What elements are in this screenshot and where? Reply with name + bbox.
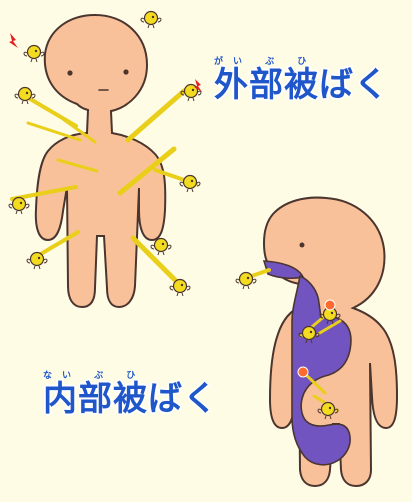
hotspot-icon	[298, 367, 308, 377]
radiation-particle-icon	[24, 46, 44, 63]
radiation-particle-icon	[141, 12, 161, 29]
internal-exposure-label: ない ぶ ひ 内部被ばく	[43, 372, 218, 416]
spark-icon	[9, 33, 18, 48]
external-eye-right	[123, 69, 128, 74]
radiation-particle-icon	[151, 239, 171, 256]
internal-eye	[300, 243, 305, 248]
external-body	[36, 15, 165, 307]
external-exposure-scene	[9, 12, 202, 308]
internal-exposure-title: 内部被ばく	[43, 382, 218, 416]
ray-5	[128, 91, 184, 140]
external-exposure-title: 外部被ばく	[214, 68, 389, 102]
radiation-particle-icon	[170, 280, 190, 297]
external-eye-left	[67, 70, 72, 75]
hotspot-icon	[325, 300, 335, 310]
radiation-particle-icon	[27, 253, 47, 270]
internal-exposure-scene	[236, 198, 397, 486]
external-exposure-label: がい ぶ ひ 外部被ばく	[214, 58, 389, 102]
